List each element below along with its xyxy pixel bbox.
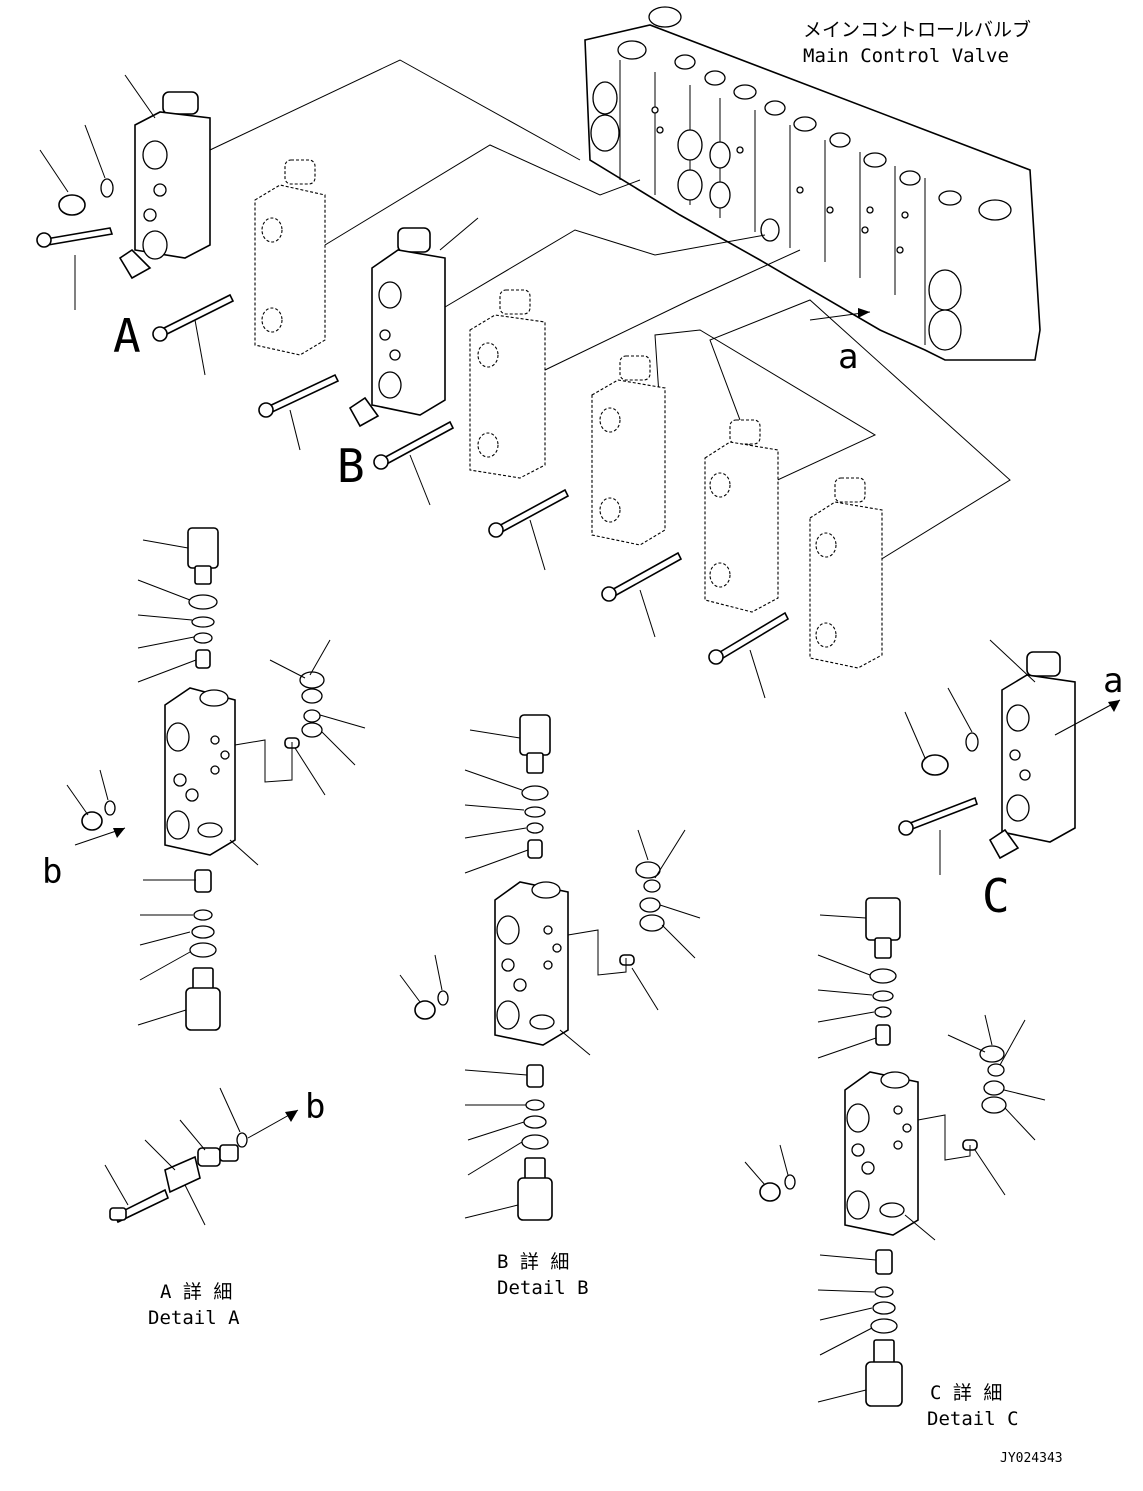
detail-a-en: Detail A (148, 1307, 240, 1329)
guide-lines (209, 59, 1011, 561)
valve-section-A (36, 91, 211, 280)
detail-b-jp: B 詳 細 (497, 1251, 569, 1273)
drawing-number: JY024343 (1000, 1451, 1063, 1466)
arrow-label-b-detail: b (305, 1087, 325, 1127)
detail-a-jp: A 詳 細 (160, 1281, 232, 1303)
valve-section-5 (488, 355, 666, 546)
arrow-label-a-main: a (838, 337, 858, 377)
detail-c-jp: C 詳 細 (930, 1382, 1002, 1404)
detail-c-en: Detail C (927, 1408, 1019, 1430)
detail-C-leaders (744, 914, 1046, 1403)
view-label-B: B (337, 439, 365, 493)
view-label-A: A (113, 309, 141, 363)
arrow-label-a-detail: a (1103, 661, 1123, 701)
valve-section-B (258, 227, 446, 428)
valve-section-2 (152, 159, 326, 356)
valve-section-6 (601, 419, 779, 613)
valve-section-C (898, 651, 1076, 860)
detail-A-assembly (74, 527, 325, 1224)
valve-section-7 (708, 477, 883, 669)
title-en: Main Control Valve (803, 45, 1009, 67)
main-control-valve (584, 6, 1041, 361)
detail-B-leaders (399, 729, 701, 1219)
valve-section-4 (373, 289, 546, 479)
detail-A-leaders (66, 539, 366, 1226)
title-jp: メインコントロールバルブ (803, 18, 1031, 41)
detail-C-assembly (759, 897, 1007, 1407)
detail-b-en: Detail B (497, 1277, 589, 1299)
arrow-label-b-main: b (42, 852, 62, 892)
detail-B-assembly (414, 714, 665, 1221)
view-label-C: C (982, 869, 1010, 923)
leader-lines-top (39, 74, 1121, 875)
